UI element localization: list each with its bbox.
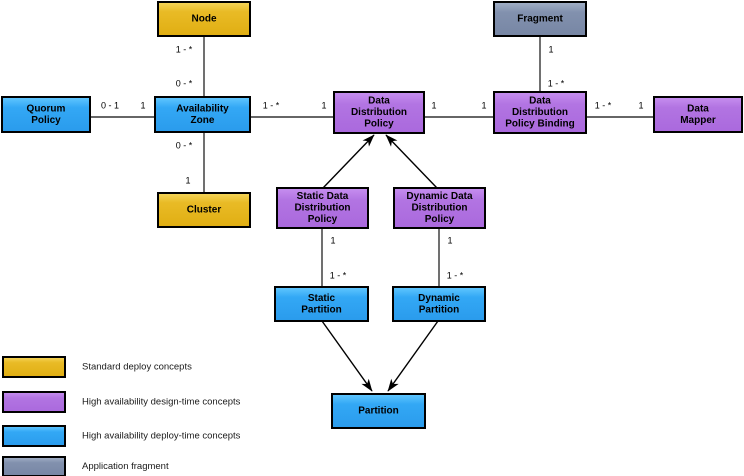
class-name-quorum-policy: Quorum — [27, 103, 66, 114]
cardinality-availability-zone-cluster-to: 1 — [185, 175, 190, 185]
class-name-static-ddp: Distribution — [294, 203, 350, 214]
cardinality-static-ddp-static-partition-from: 1 — [330, 235, 335, 245]
class-name-ddp: Data — [368, 96, 390, 107]
class-box-fill-node — [157, 1, 251, 37]
legend-application-fragment: Application fragment — [2, 456, 169, 476]
legend-ha-design-time: High availability design-time concepts — [2, 391, 241, 413]
cardinality-availability-zone-ddp-from: 1 - * — [263, 100, 280, 110]
class-name-availability-zone: Availability — [176, 103, 229, 114]
generalizations-layer — [321, 134, 439, 392]
cardinality-node-availability-zone-from: 1 - * — [176, 44, 193, 54]
cardinality-static-ddp-static-partition-to: 1 - * — [330, 270, 347, 280]
legend-application-fragment-label: Application fragment — [82, 461, 169, 472]
cardinality-quorum-availability-zone-to: 1 — [140, 100, 145, 110]
cardinality-node-availability-zone-to: 0 - * — [176, 78, 193, 88]
class-name-cluster: Cluster — [187, 205, 222, 216]
cardinality-binding-data-mapper-from: 1 - * — [595, 100, 612, 110]
class-name-data-mapper: Mapper — [680, 115, 716, 126]
class-name-fragment: Fragment — [517, 14, 563, 25]
legend-standard-deploy: Standard deploy concepts — [2, 356, 192, 378]
legend-standard-deploy-swatch — [2, 356, 66, 378]
legend-ha-deploy-time-label: High availability deploy-time concepts — [82, 431, 241, 442]
legend-ha-deploy-time: High availability deploy-time concepts — [2, 425, 241, 447]
class-box-node[interactable]: Node — [157, 1, 251, 37]
cardinality-ddp-binding-assoc-from: 1 — [431, 100, 436, 110]
class-box-fill-static-ddp — [276, 187, 369, 229]
cardinality-fragment-binding-from: 1 — [548, 44, 553, 54]
generalization-dynamic-ddp-to-ddp — [385, 134, 438, 189]
class-name-static-ddp: Policy — [308, 214, 338, 225]
class-name-ddp-binding: Distribution — [512, 107, 568, 118]
class-box-fill-partition — [331, 393, 426, 429]
class-name-availability-zone: Zone — [191, 115, 215, 126]
legend-application-fragment-swatch — [2, 456, 66, 476]
class-box-fill-fragment — [493, 1, 587, 37]
associations-layer — [90, 36, 654, 287]
legend-ha-design-time-label: High availability design-time concepts — [82, 397, 241, 408]
class-box-fill-cluster — [157, 192, 251, 228]
cardinality-ddp-binding-assoc-to: 1 — [481, 100, 486, 110]
cardinality-dynamic-ddp-dynamic-partition-to: 1 - * — [447, 270, 464, 280]
class-box-fragment[interactable]: Fragment — [493, 1, 587, 37]
class-name-node: Node — [192, 14, 217, 25]
cardinality-binding-data-mapper-to: 1 — [638, 100, 643, 110]
class-name-ddp-binding: Policy Binding — [505, 119, 574, 130]
class-box-partition[interactable]: Partition — [331, 393, 426, 429]
class-box-cluster[interactable]: Cluster — [157, 192, 251, 228]
class-name-dynamic-partition: Dynamic — [418, 293, 460, 304]
class-box-fill-availability-zone — [154, 96, 251, 133]
class-box-fill-dynamic-partition — [392, 286, 486, 322]
class-name-static-partition: Static — [308, 293, 336, 304]
legend-ha-deploy-time-swatch — [2, 425, 66, 447]
class-box-fill-ddp-binding — [493, 91, 587, 134]
legend-ha-design-time-swatch — [2, 391, 66, 413]
class-box-fill-ddp — [333, 91, 425, 134]
class-name-dynamic-ddp: Dynamic Data — [406, 191, 473, 202]
class-name-static-partition: Partition — [301, 304, 342, 315]
class-name-dynamic-ddp: Policy — [425, 214, 455, 225]
class-name-ddp: Policy — [364, 119, 394, 130]
generalization-static-ddp-to-ddp — [322, 134, 375, 189]
cardinality-availability-zone-ddp-to: 1 — [321, 100, 326, 110]
class-box-fill-data-mapper — [653, 96, 743, 133]
generalization-dynamic-part-to-part — [387, 320, 439, 392]
class-name-partition: Partition — [358, 406, 399, 417]
class-name-dynamic-ddp: Distribution — [411, 203, 467, 214]
class-name-ddp: Distribution — [351, 107, 407, 118]
cardinality-dynamic-ddp-dynamic-partition-from: 1 — [447, 235, 452, 245]
class-name-dynamic-partition: Partition — [419, 304, 460, 315]
cardinality-quorum-availability-zone-from: 0 - 1 — [101, 100, 119, 110]
legend-standard-deploy-label: Standard deploy concepts — [82, 362, 192, 373]
class-name-quorum-policy: Policy — [31, 115, 61, 126]
class-name-ddp-binding: Data — [529, 96, 551, 107]
class-box-fill-static-partition — [274, 286, 369, 322]
class-box-fill-dynamic-ddp — [393, 187, 486, 229]
class-box-fill-quorum-policy — [1, 96, 91, 133]
class-name-static-ddp: Static Data — [297, 191, 349, 202]
class-name-data-mapper: Data — [687, 103, 709, 114]
cardinality-fragment-binding-to: 1 - * — [548, 78, 565, 88]
cardinality-availability-zone-cluster-from: 0 - * — [176, 140, 193, 150]
generalization-static-part-to-part — [321, 320, 373, 392]
cardinality-labels-layer: 1 - * 0 - * 0 - 1 1 0 - * 1 1 - * 1 1 1 1 1 - * 1 - … — [101, 44, 644, 280]
